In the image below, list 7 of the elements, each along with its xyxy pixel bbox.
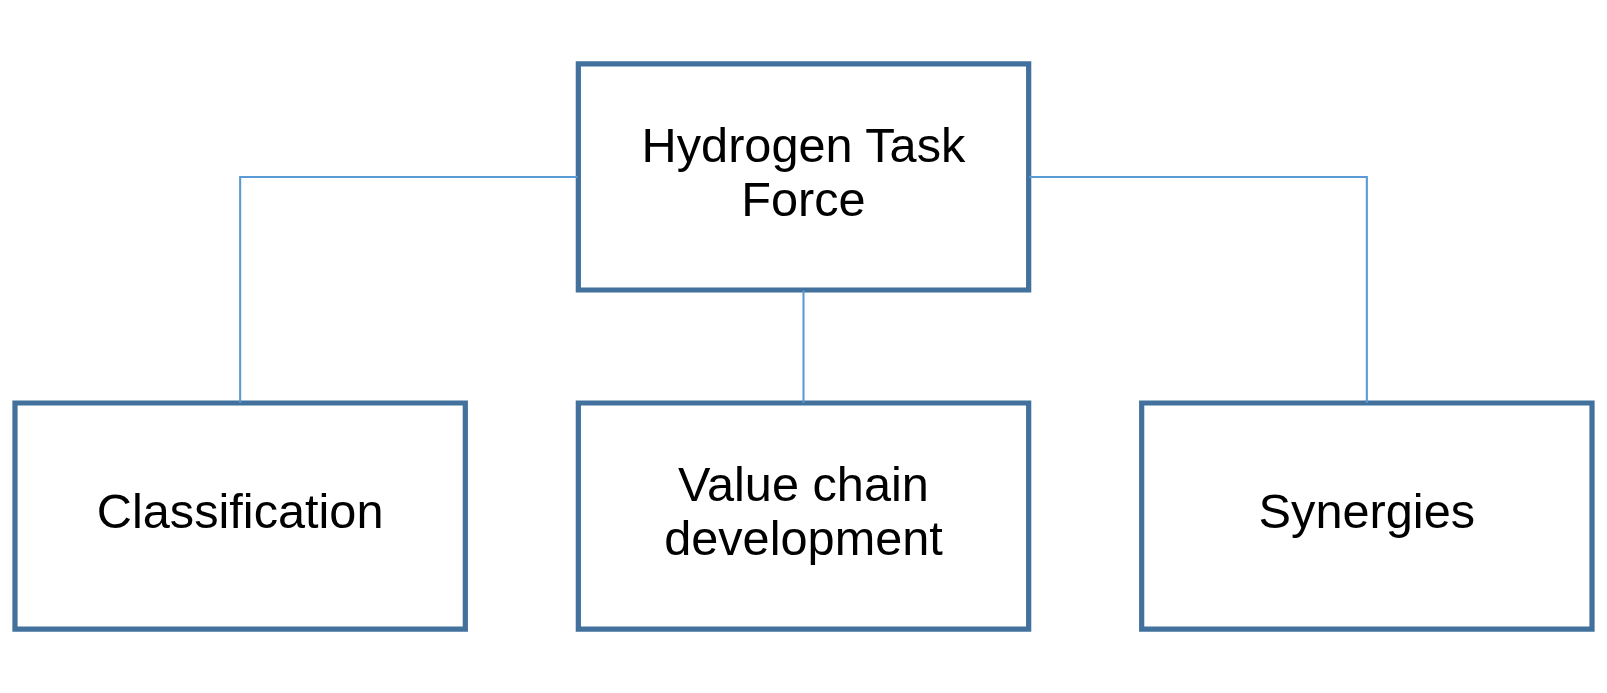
connector [1029,175,1368,403]
node-box: Hydrogen Task Force [575,61,1032,293]
node-box: Value chain development [575,400,1032,632]
node-box: Classification [12,400,468,632]
connector [802,290,805,403]
connector [239,175,578,403]
node-box: Synergies [1139,400,1595,632]
